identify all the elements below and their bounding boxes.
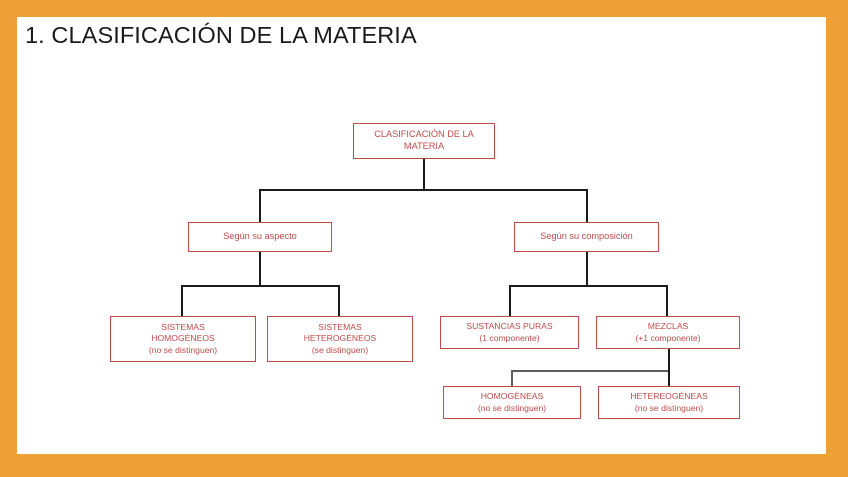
- node-line-3: (se distinguen): [311, 344, 369, 355]
- node-label: Según su composición: [540, 231, 633, 242]
- connector-aspecto-bus: [181, 285, 339, 287]
- node-homogeneas[interactable]: HOMOGÉNEAS (no se distinguen): [443, 386, 581, 419]
- connector-mezclas-stem: [668, 349, 670, 371]
- node-line-2: (+1 componente): [635, 332, 701, 343]
- node-line-2: (no se distinguen): [477, 402, 547, 413]
- node-line-2: HOMOGÉNEOS: [151, 333, 215, 344]
- connector-mezclas-bus: [511, 370, 669, 372]
- node-line-1: MEZCLAS: [647, 321, 689, 332]
- connector-composicion-stem: [586, 252, 588, 286]
- node-mezclas[interactable]: MEZCLAS (+1 componente): [596, 316, 740, 349]
- page-title: 1. CLASIFICACIÓN DE LA MATERIA: [25, 22, 417, 48]
- node-line-1: SISTEMAS: [161, 322, 205, 333]
- connector-to-sistemas-heterogeneos: [338, 285, 340, 316]
- connector-to-sustancias-puras: [509, 285, 511, 316]
- node-line-3: (no se distinguen): [148, 344, 218, 355]
- connector-root-stem: [423, 159, 425, 190]
- node-line-1: CLASIFICACIÓN DE LA: [374, 129, 474, 140]
- node-label: Según su aspecto: [223, 231, 297, 242]
- node-line-1: HETEREOGÉNEAS: [630, 391, 708, 402]
- connector-to-hetereogeneas: [668, 370, 670, 386]
- slide-canvas: [17, 17, 826, 454]
- connector-to-homogeneas: [511, 370, 513, 386]
- node-line-2: (no se distinguen): [634, 402, 704, 413]
- connector-aspecto-stem: [259, 252, 261, 286]
- node-segun-su-composicion[interactable]: Según su composición: [514, 222, 659, 252]
- node-line-1: SISTEMAS: [318, 322, 362, 333]
- node-clasificacion-de-la-materia[interactable]: CLASIFICACIÓN DE LA MATERIA: [353, 123, 495, 159]
- node-segun-su-aspecto[interactable]: Según su aspecto: [188, 222, 332, 252]
- node-sistemas-homogeneos[interactable]: SISTEMAS HOMOGÉNEOS (no se distinguen): [110, 316, 256, 362]
- node-sistemas-heterogeneos[interactable]: SISTEMAS HETEROGÉNEOS (se distinguen): [267, 316, 413, 362]
- connector-level1-bus: [259, 189, 588, 191]
- node-line-2: (1 componente): [479, 332, 540, 343]
- connector-composicion-bus: [509, 285, 667, 287]
- connector-to-sistemas-homogeneos: [181, 285, 183, 316]
- node-sustancias-puras[interactable]: SUSTANCIAS PURAS (1 componente): [440, 316, 579, 349]
- connector-to-mezclas: [666, 285, 668, 316]
- node-line-2: HETEROGÉNEOS: [303, 333, 377, 344]
- node-line-1: HOMOGÉNEAS: [480, 391, 544, 402]
- node-hetereogeneas[interactable]: HETEREOGÉNEAS (no se distinguen): [598, 386, 740, 419]
- connector-to-segun-composicion: [586, 189, 588, 222]
- connector-to-segun-aspecto: [259, 189, 261, 222]
- node-line-2: MATERIA: [403, 141, 445, 151]
- node-line-1: SUSTANCIAS PURAS: [466, 321, 553, 332]
